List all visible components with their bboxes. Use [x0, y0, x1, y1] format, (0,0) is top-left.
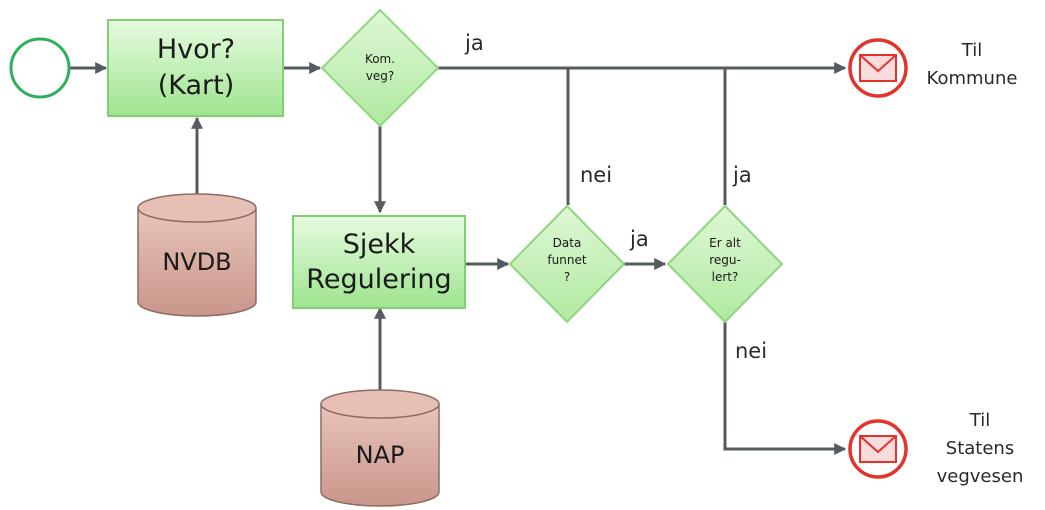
- edge-eralt-nei: [723, 321, 847, 455]
- envelope-flap: [859, 435, 897, 454]
- start-event-icon: [9, 37, 71, 99]
- decision-label-line-2: funnet: [547, 253, 586, 267]
- task-box: [292, 215, 466, 309]
- task-box: [107, 19, 284, 117]
- database-nap: NAP: [320, 389, 440, 507]
- task-sjekk-regulering: Sjekk Regulering: [292, 215, 466, 309]
- decision-label-line-2: regu-: [709, 253, 741, 267]
- decision-label-line-1: Kom.: [365, 52, 395, 66]
- task-hvor-kart: Hvor? (Kart): [107, 19, 284, 117]
- decision-label-line-3: lert?: [712, 270, 739, 284]
- edge-label-data-funnet-ja: ja: [629, 227, 649, 251]
- decision-kom-veg: Kom. veg?: [320, 8, 440, 128]
- decision-label-line-1: Er alt: [709, 236, 741, 250]
- connectors: [70, 62, 847, 455]
- database-cylinder-icon: [137, 208, 257, 317]
- database-nvdb: NVDB: [137, 193, 257, 317]
- end-label-line-2: Statens: [946, 438, 1014, 459]
- database-top: [320, 389, 440, 419]
- edge-label-er-alt-regulert-nei: nei: [735, 339, 767, 363]
- end-label-line-1: Til: [961, 40, 982, 61]
- task-label-line-2: Regulering: [306, 264, 451, 295]
- decision-diamond: [666, 204, 784, 324]
- end-event-statens-vegvesen: Til Statens vegvesen: [848, 410, 1024, 487]
- decision-diamond: [508, 204, 626, 324]
- task-label-line-2: (Kart): [158, 70, 235, 101]
- decision-data-funnet: Data funnet ?: [508, 204, 626, 324]
- decision-label-line-1: Data: [553, 236, 582, 250]
- end-label-line-1: Til: [969, 410, 990, 431]
- database-label: NVDB: [162, 248, 231, 276]
- database-cylinder-icon: [320, 404, 440, 507]
- edge-label-er-alt-regulert-ja: ja: [732, 163, 752, 187]
- task-label-line-1: Sjekk: [343, 229, 416, 260]
- envelope-flap: [859, 54, 897, 73]
- end-label-line-2: Kommune: [927, 68, 1018, 89]
- edge-label-data-funnet-nei: nei: [580, 163, 612, 187]
- task-label-line-1: Hvor?: [157, 34, 235, 65]
- database-top: [137, 193, 257, 223]
- database-label: NAP: [356, 441, 405, 469]
- end-event-kommune: Til Kommune: [848, 38, 1018, 98]
- decision-diamond: [320, 8, 440, 128]
- end-label-line-3: vegvesen: [937, 466, 1024, 487]
- edge-label-kom-veg-ja: ja: [464, 31, 484, 55]
- decision-label-line-3: ?: [564, 270, 570, 284]
- decision-label-line-2: veg?: [366, 69, 394, 83]
- decision-er-alt-regulert: Er alt regu- lert?: [666, 204, 784, 324]
